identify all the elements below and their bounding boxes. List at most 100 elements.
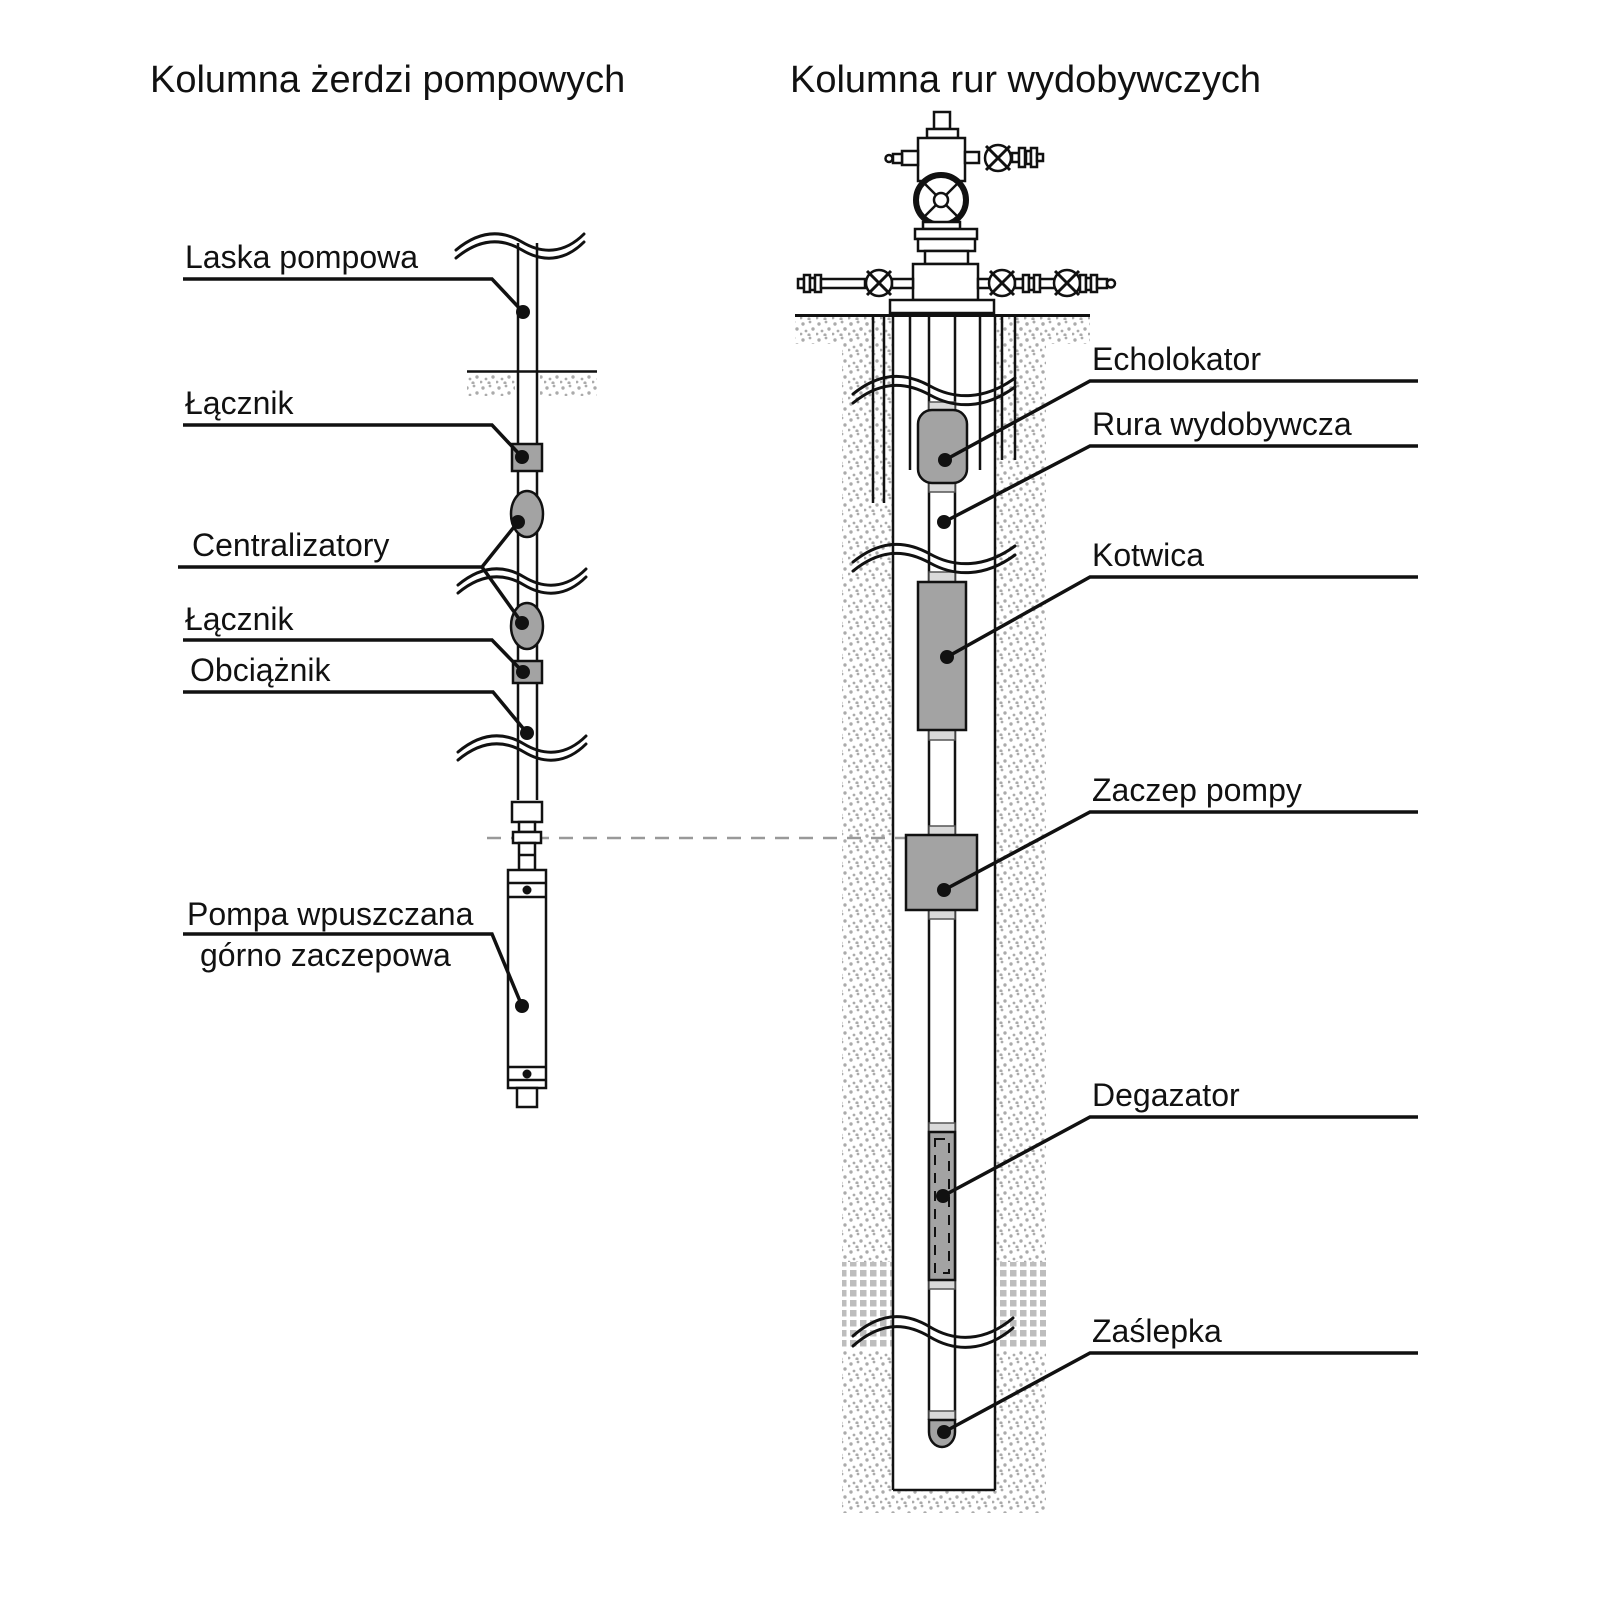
left-ground-band: [467, 374, 515, 396]
leader-dot: [516, 305, 530, 319]
break-wave: [454, 240, 586, 260]
flange-plate: [913, 227, 979, 241]
leader-line: [942, 1115, 1418, 1198]
leader-dot: [936, 1189, 950, 1203]
break-wave: [456, 742, 588, 762]
left-rod-assembly: [454, 232, 597, 1109]
label-text: Echolokator: [1092, 341, 1261, 377]
valve-cross: [984, 144, 1012, 172]
valve-icon: [983, 143, 1013, 173]
right-column-title: Kolumna rur wydobywczych: [790, 59, 1261, 101]
leader-line: [943, 444, 1418, 524]
flange-tip: [1035, 152, 1045, 163]
break-wave: [851, 1325, 1015, 1349]
break-wave: [454, 232, 586, 252]
pump-rivet: [522, 885, 532, 895]
centralizer-1: [509, 489, 545, 539]
leader-dot: [515, 450, 529, 464]
pipe: [890, 277, 915, 290]
leader-dot: [516, 665, 530, 679]
rod-connector-ring: [511, 830, 543, 845]
break-wave: [851, 383, 1017, 407]
label-text: Laska pompowa: [185, 239, 418, 275]
left-column-title: Kolumna żerdzi pompowych: [150, 59, 625, 101]
kotwica-cap-bottom: [928, 729, 956, 741]
pipe: [1038, 277, 1057, 290]
leader-line: [943, 1351, 1418, 1434]
label-text: Degazator: [1092, 1077, 1240, 1113]
leader-line: [183, 423, 524, 459]
valve-icon: [1052, 268, 1082, 298]
pipe-end: [1105, 278, 1117, 289]
flange-tip: [1095, 277, 1109, 290]
label-text: Zaczep pompy: [1092, 772, 1302, 808]
left-labels: Laska pompowa Łącznik Centralizatory Łąc…: [178, 239, 534, 1013]
wellhead-left-nipple: [900, 149, 920, 167]
echolokator-cap-bottom: [928, 482, 956, 493]
leader-dot: [515, 616, 529, 630]
degazator-cap-top: [928, 1122, 956, 1133]
leader-line: [480, 565, 524, 625]
break-wave: [456, 575, 588, 595]
wellhead-right-pipe: [963, 150, 981, 165]
pump-barrel: [506, 868, 548, 1090]
label-degazator: Degazator: [936, 1077, 1418, 1203]
label-laska-pompowa: Laska pompowa: [183, 239, 530, 319]
wellhead-left-end: [884, 153, 894, 164]
break-wave: [851, 374, 1017, 398]
flange-plate: [916, 237, 977, 253]
degazator-block: [927, 1130, 957, 1282]
label-pompa: Pompa wpuszczana górno zaczepowa: [183, 896, 529, 1013]
zaslepka-cap: [928, 1410, 956, 1421]
label-text: Centralizatory: [192, 527, 389, 563]
label-zaslepka: Zaślepka: [937, 1313, 1418, 1439]
leader-dot: [940, 650, 954, 664]
valve-icon: [987, 268, 1017, 298]
zaczep-cap-top: [928, 825, 956, 836]
bottom-band: [842, 1490, 1046, 1513]
wellhead-left-tip: [891, 152, 904, 165]
rod-connector-block: [510, 800, 544, 824]
pipe: [819, 277, 867, 290]
leader-dot: [515, 999, 529, 1013]
leader-dot: [937, 1425, 951, 1439]
leader-line: [183, 277, 525, 314]
pump-bottom-stub: [515, 1086, 539, 1109]
label-kotwica: Kotwica: [940, 537, 1418, 664]
right-labels: Echolokator Rura wydobywcza Kotwica Zacz…: [936, 341, 1418, 1439]
label-centralizatory: Centralizatory: [178, 515, 529, 630]
label-text: Rura wydobywcza: [1092, 406, 1352, 442]
handwheel-icon: [913, 172, 969, 228]
break-wave: [851, 542, 1017, 566]
label-lacznik-1: Łącznik: [183, 385, 529, 464]
zaczep-pompy-block: [904, 833, 979, 912]
label-text: Kotwica: [1092, 537, 1204, 573]
label-obciaznik: Obciążnik: [183, 652, 534, 740]
left-ground-band: [540, 374, 597, 396]
right-break-squiggles: [851, 374, 1017, 1349]
label-text: Łącznik: [185, 601, 295, 637]
degazator-dashed-inner: [934, 1138, 950, 1274]
valve-icon: [864, 268, 894, 298]
right-well-ground: [795, 314, 1090, 1513]
wellhead-christmas-tree: [796, 110, 1117, 315]
leader-dot: [937, 883, 951, 897]
break-wave: [456, 734, 588, 754]
lateral-line-right: [976, 268, 1117, 298]
leader-dot: [520, 726, 534, 740]
label-text: Łącznik: [185, 385, 295, 421]
label-zaczep-pompy: Zaczep pompy: [937, 772, 1418, 897]
zaczep-cap-bottom: [928, 909, 956, 920]
label-text: Zaślepka: [1092, 1313, 1222, 1349]
leader-line: [183, 932, 524, 1007]
wellhead-neck: [923, 249, 970, 266]
label-text: Pompa wpuszczana: [187, 896, 474, 932]
leader-line: [946, 575, 1418, 659]
handwheel-hub: [932, 191, 950, 209]
break-wave: [851, 551, 1017, 575]
leader-dot: [511, 515, 525, 529]
echolokator-block: [916, 408, 969, 485]
valve-cross: [1053, 269, 1081, 297]
